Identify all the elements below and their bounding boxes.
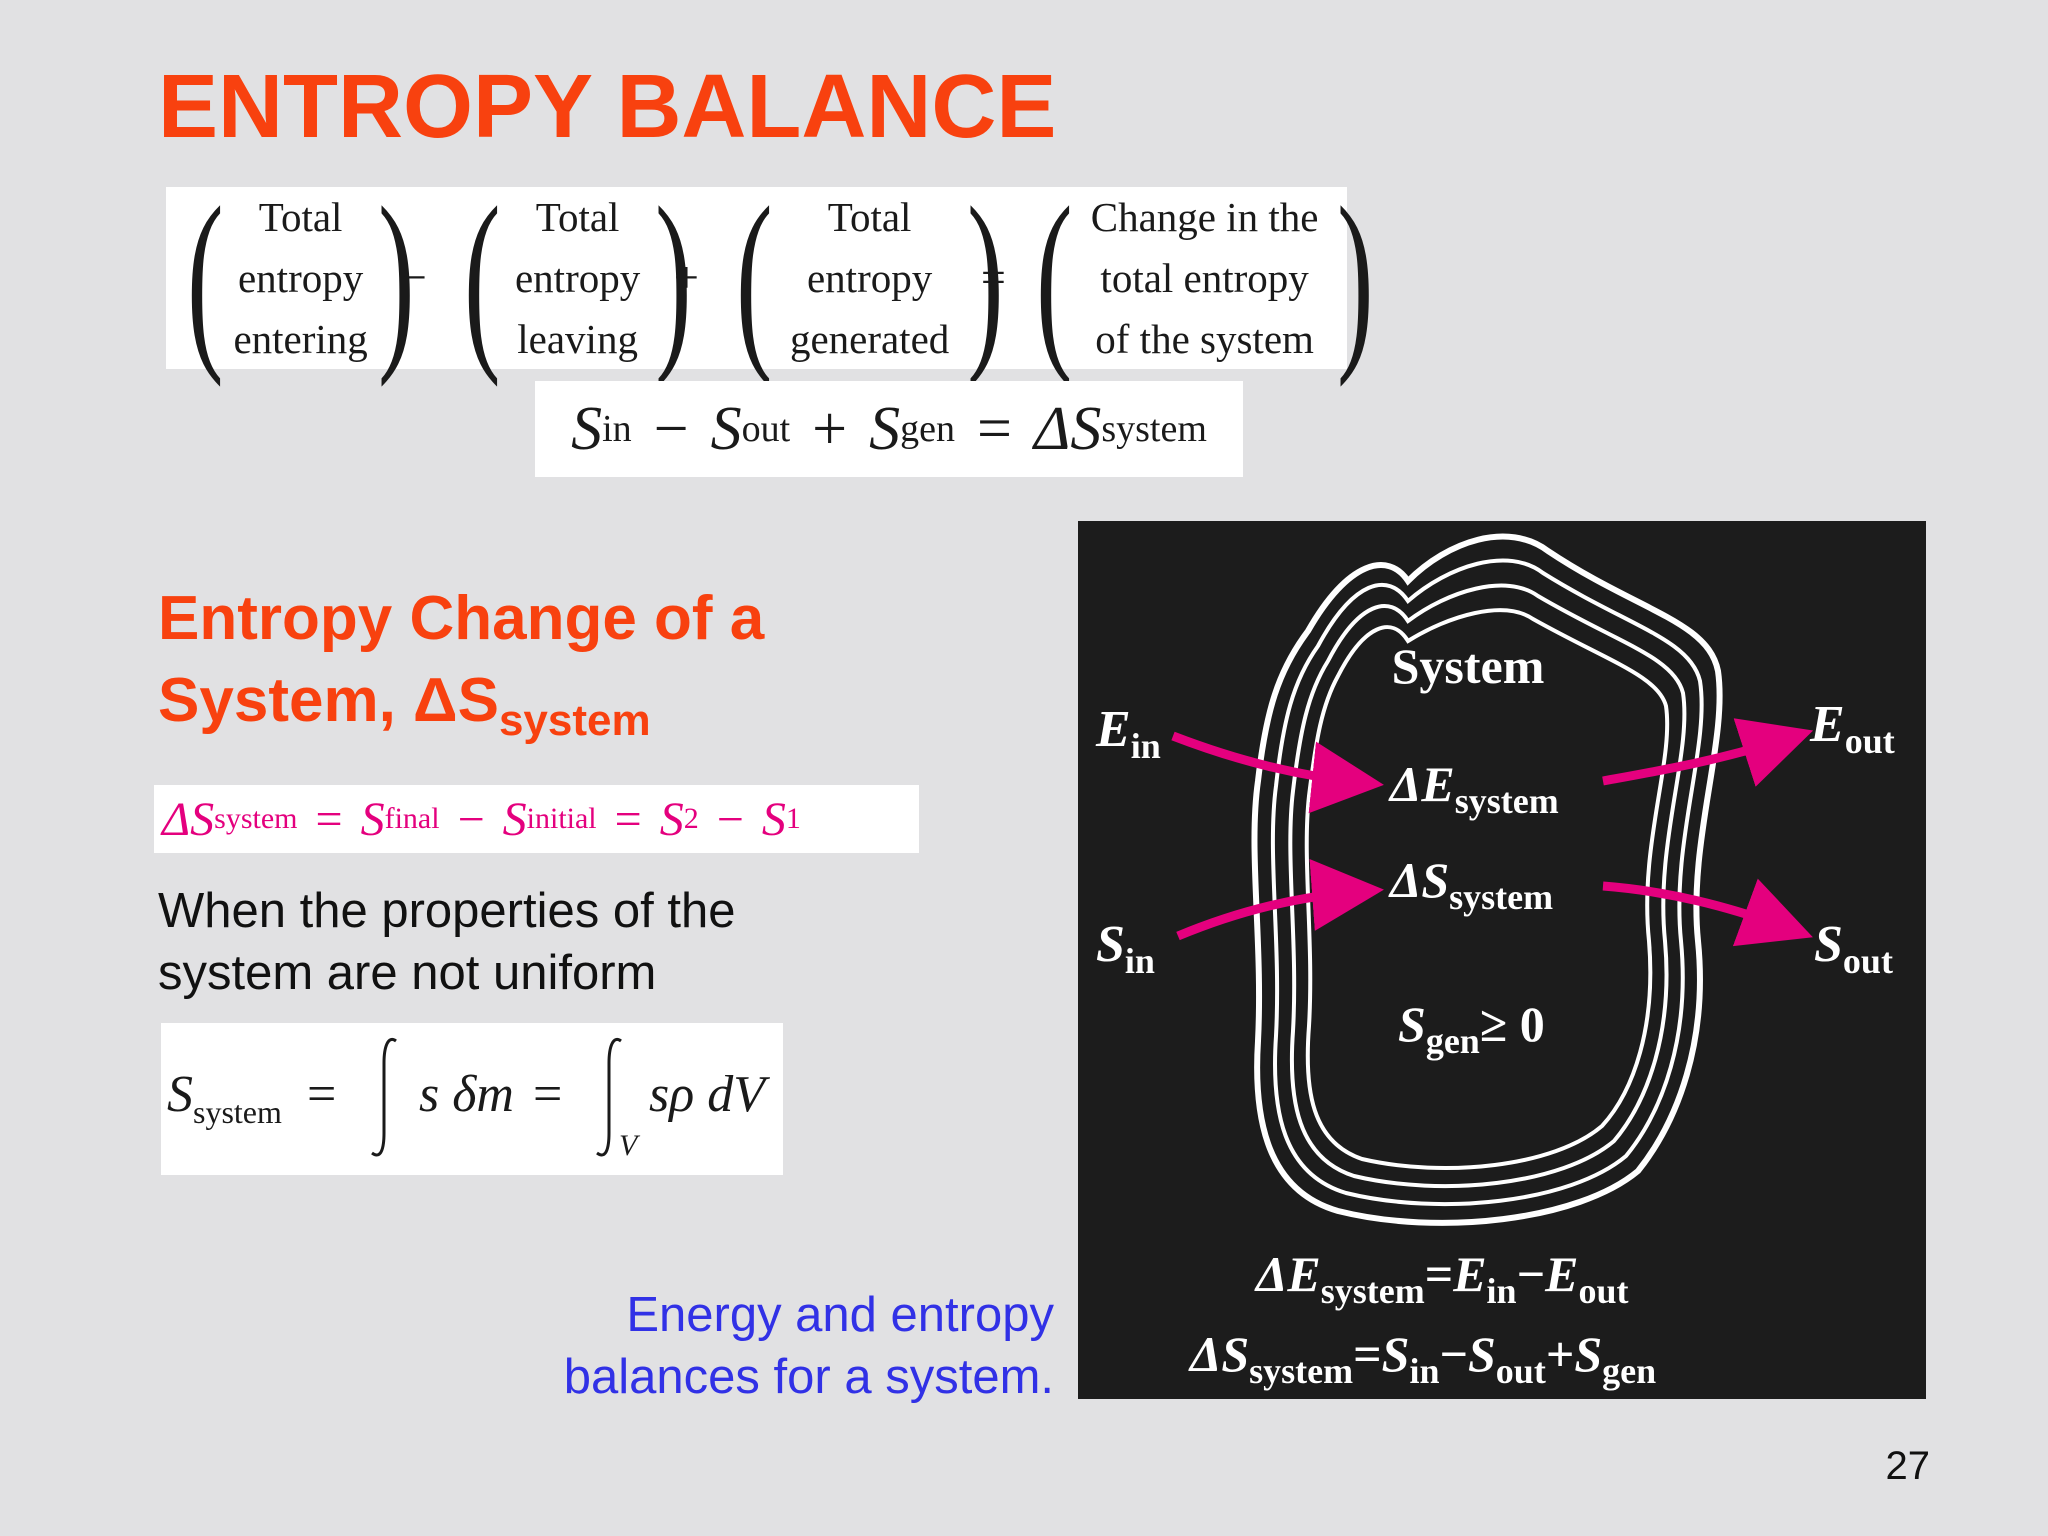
plus-operator: + (674, 253, 699, 302)
e-in-label: Ein (1095, 701, 1161, 766)
minus-operator: − (402, 253, 427, 302)
word-equation: ( Total entropy entering ) − ( Total ent… (166, 167, 1373, 388)
energy-balance-equation: ΔEsystem=Ein−Eout (1254, 1246, 1628, 1311)
entropy-balance-equation: ΔSsystem=Sin−Sout+Sgen (1188, 1326, 1656, 1391)
s-in-label: Sin (1096, 916, 1155, 981)
s-out-label: Sout (1814, 916, 1893, 981)
flow-arrows (1171, 718, 1814, 947)
s-out-arrow (1602, 878, 1813, 947)
e-in-arrow (1171, 731, 1384, 814)
sgen-label: Sgen≥ 0 (1398, 996, 1545, 1061)
integral-sign-1 (371, 1038, 397, 1157)
term-generated: ( Total entropy generated ) (735, 167, 1004, 388)
e-out-arrow (1602, 718, 1814, 787)
figure-caption: Energy and entropy balances for a system… (563, 1288, 1054, 1404)
integral-sign-2 (596, 1038, 622, 1157)
system-label: System (1392, 638, 1545, 694)
system-boundary (1251, 533, 1723, 1226)
integral-equation: Ssystem = s δm = sρ dV V (161, 1023, 783, 1175)
s-in-arrow (1176, 859, 1384, 941)
equals-operator: = (981, 253, 1006, 302)
page-number: 27 (1885, 1444, 1931, 1488)
section-heading: Entropy Change of a System, ΔSsystem (158, 584, 765, 745)
delta-e-system-label: ΔEsystem (1388, 756, 1559, 821)
e-out-label: Eout (1809, 696, 1895, 761)
term-entering: ( Total entropy entering ) (186, 167, 415, 388)
term-leaving: ( Total entropy leaving ) (463, 167, 692, 388)
nonuniform-text: When the properties of the system are no… (158, 884, 736, 1000)
delta-s-system-label: ΔSsystem (1388, 852, 1553, 917)
system-balance-figure: System ΔEsystem ΔSsystem Sgen≥ 0 Ein Sin… (1078, 521, 1926, 1399)
term-change: ( Change in the total entropy of the sys… (1035, 167, 1374, 388)
figure-svg: System ΔEsystem ΔSsystem Sgen≥ 0 Ein Sin… (1095, 533, 1895, 1391)
slide-title: ENTROPY BALANCE (158, 57, 1057, 157)
